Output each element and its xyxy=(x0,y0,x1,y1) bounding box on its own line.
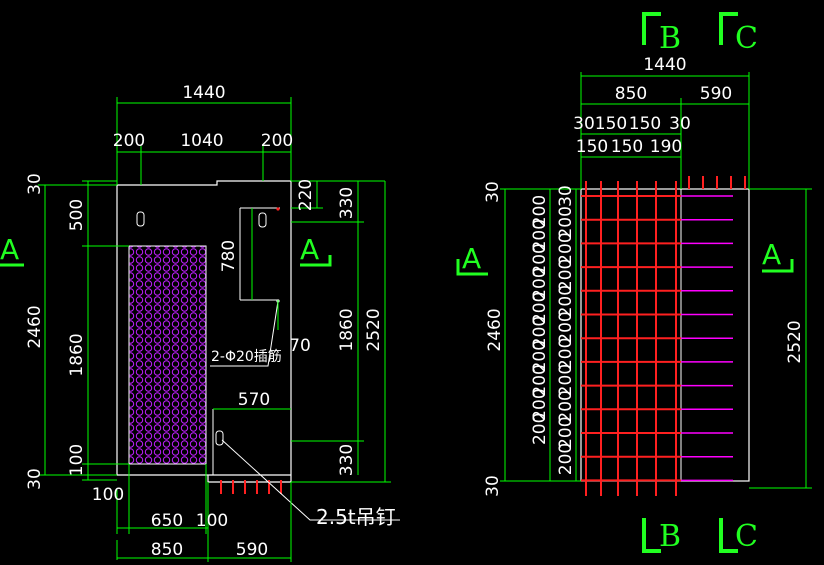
rebar-note: 2-Φ20插筋 xyxy=(211,348,282,365)
svg-text:C: C xyxy=(735,519,758,554)
left-view: A A 1440 200 1040 200 30 2460 500 1860 1… xyxy=(0,83,400,562)
section-mark-b-top: B xyxy=(642,12,681,56)
dim-left-b-a: 100 xyxy=(92,485,124,505)
svg-text:A: A xyxy=(762,238,781,271)
right-section-mark-left: A xyxy=(456,242,488,276)
spacing-label: 150 xyxy=(629,114,661,134)
spacing-label: 200 xyxy=(556,285,576,317)
dim-left-r-b: 330 xyxy=(337,187,357,219)
dim-right-v-total-right: 2520 xyxy=(785,320,805,363)
dim-right-top-right: 590 xyxy=(700,84,732,104)
spacing-label: 200 xyxy=(530,243,550,275)
right-section-mark-right: A xyxy=(762,238,794,273)
spacing-label: 30 xyxy=(556,185,576,207)
dim-right-v-top: 30 xyxy=(483,181,503,203)
dim-left-r-f: 70 xyxy=(289,336,311,356)
dim-left-v-total: 2460 xyxy=(25,305,45,348)
spacing-label: 200 xyxy=(530,292,550,324)
dim-right-top-left: 850 xyxy=(615,84,647,104)
left-section-mark-left: A xyxy=(0,233,24,267)
svg-text:B: B xyxy=(659,21,681,56)
svg-text:A: A xyxy=(300,233,319,266)
dim-right-top-total: 1440 xyxy=(643,55,686,75)
svg-text:C: C xyxy=(735,21,758,56)
dim-right-v-bottom: 30 xyxy=(483,475,503,497)
spacing-label: 200 xyxy=(556,206,576,238)
spacing-label: 200 xyxy=(530,388,550,420)
dim-left-top-total: 1440 xyxy=(182,83,225,103)
svg-text:A: A xyxy=(462,242,481,275)
dim-left-r-e: 2520 xyxy=(364,308,384,351)
svg-text:A: A xyxy=(0,233,19,266)
section-mark-c-top: C xyxy=(719,12,758,56)
dim-left-v-lower: 100 xyxy=(67,444,87,476)
spacing-label: 190 xyxy=(650,137,682,157)
dim-right-v-total: 2460 xyxy=(485,308,505,351)
dim-left-b-d: 850 xyxy=(151,540,183,560)
dim-left-b-b: 650 xyxy=(151,511,183,531)
section-mark-b-bottom: B xyxy=(642,518,681,554)
spacing-label: 200 xyxy=(556,311,576,343)
spacing-label: 200 xyxy=(530,340,550,372)
leader-lines xyxy=(210,300,400,521)
dim-left-r-a: 220 xyxy=(296,179,316,211)
spacing-label: 150 xyxy=(595,114,627,134)
spacing-label: 200 xyxy=(556,390,576,422)
dim-left-v-mid: 1860 xyxy=(67,333,87,376)
left-bottom-rebars xyxy=(220,480,282,494)
spacing-label: 150 xyxy=(611,137,643,157)
left-section-mark-right: A xyxy=(300,233,332,267)
spacing-label: 30 xyxy=(573,114,595,134)
dim-left-v-upper: 500 xyxy=(67,199,87,231)
spacing-label: 200 xyxy=(556,364,576,396)
spacing-label: 200 xyxy=(556,259,576,291)
dim-left-v-top: 30 xyxy=(25,173,45,195)
right-panel-outline xyxy=(580,188,750,482)
dim-left-r-d: 1860 xyxy=(337,308,357,351)
right-dimension-lines xyxy=(500,72,812,489)
dim-left-b-e: 590 xyxy=(236,540,268,560)
dim-left-top-left: 200 xyxy=(113,131,145,151)
dim-left-v-bottom: 30 xyxy=(25,468,45,490)
left-dimension-lines xyxy=(38,97,391,562)
dim-left-top-right: 200 xyxy=(261,131,293,151)
spacing-label: 200 xyxy=(530,195,550,227)
spacing-label: 150 xyxy=(576,137,608,157)
rebar-grid xyxy=(581,176,746,496)
section-mark-c-bottom: C xyxy=(719,518,758,554)
spacing-label: 200 xyxy=(530,267,550,299)
dim-left-top-mid: 1040 xyxy=(180,131,223,151)
dim-left-r-c: 780 xyxy=(219,240,239,272)
spacing-label: 200 xyxy=(556,232,576,264)
dim-left-r-g: 330 xyxy=(337,444,357,476)
spacing-label: 200 xyxy=(556,443,576,475)
spacing-label: 200 xyxy=(556,338,576,370)
spacing-label: 200 xyxy=(530,219,550,251)
spacing-label: 200 xyxy=(530,364,550,396)
spacing-label: 30 xyxy=(669,114,691,134)
svg-text:B: B xyxy=(659,519,681,554)
spacing-label: 200 xyxy=(556,416,576,448)
dim-left-r-h: 570 xyxy=(238,390,270,410)
spacing-label: 200 xyxy=(530,316,550,348)
hatched-zone xyxy=(128,245,207,465)
spacing-label: 200 xyxy=(530,413,550,445)
anchor-note: 2.5t吊钉 xyxy=(316,505,396,529)
dim-left-b-c: 100 xyxy=(196,511,228,531)
